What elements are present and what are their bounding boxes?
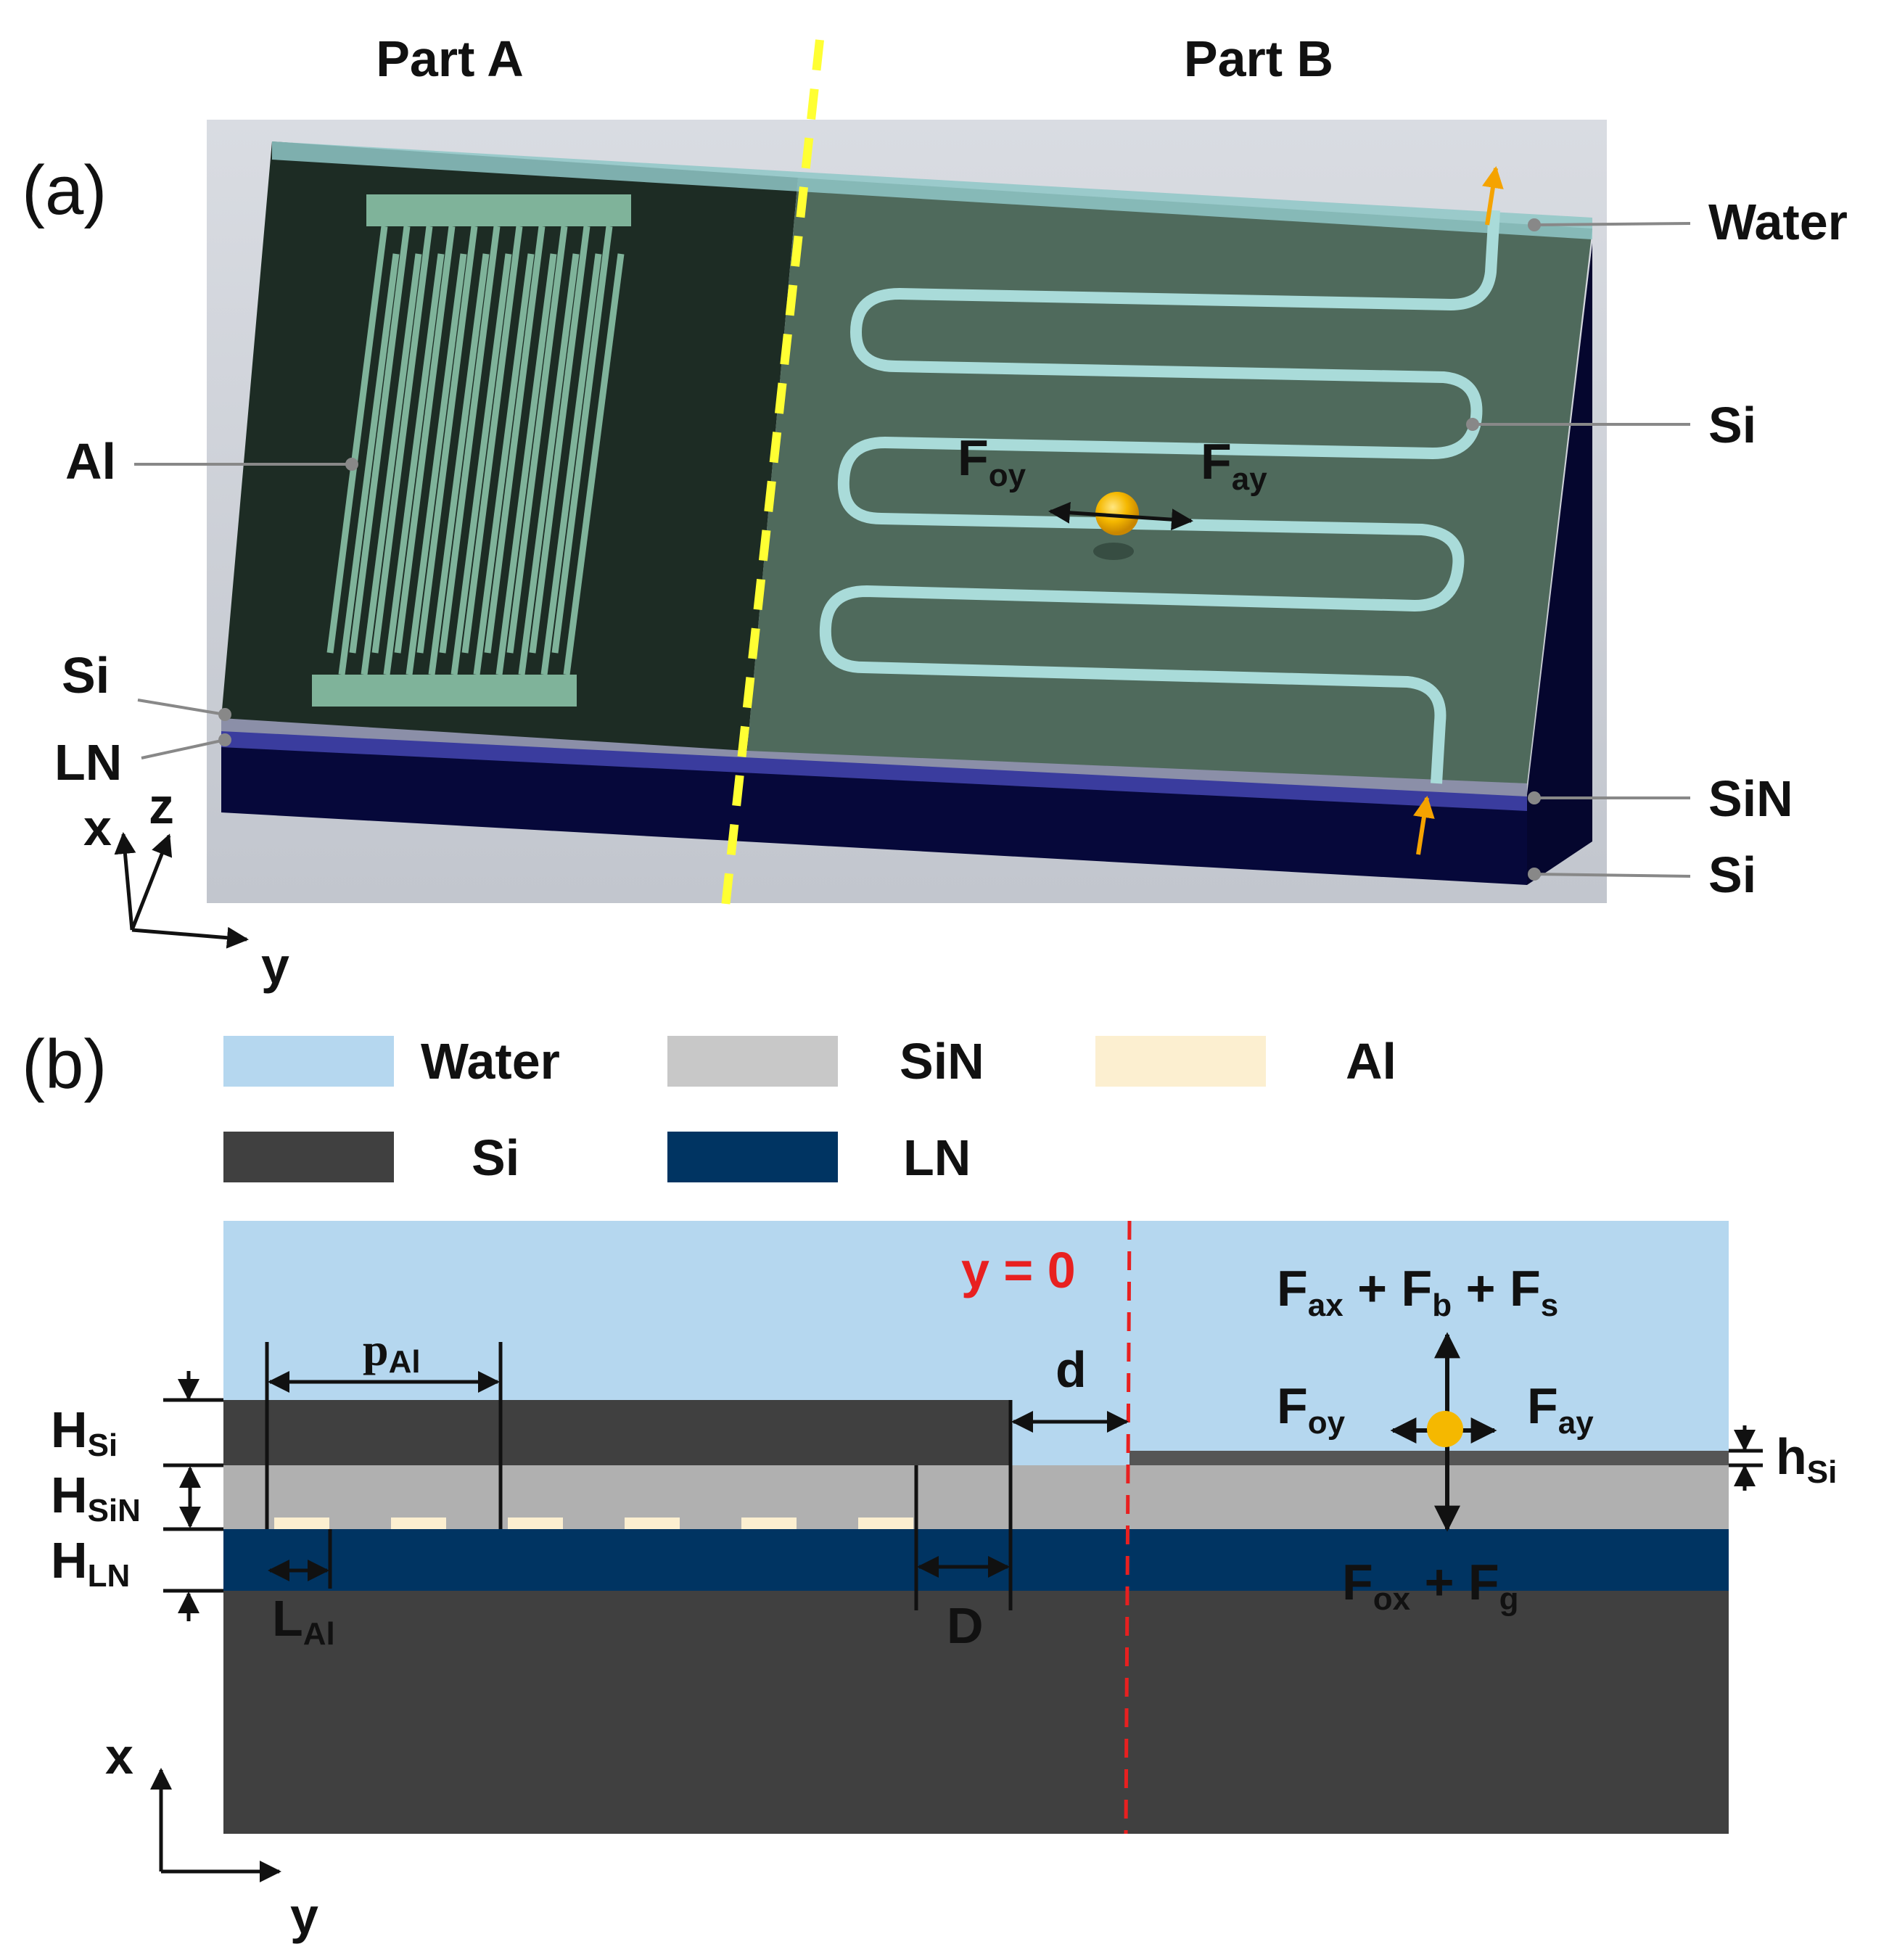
idt-electrode — [312, 194, 631, 707]
idt-finger-top — [371, 226, 433, 654]
al-electrodes — [274, 1518, 913, 1529]
substrate-side-face — [221, 729, 1527, 885]
legend-swatch-water — [223, 1036, 394, 1087]
sin-layer — [223, 1465, 1729, 1529]
si-channel — [819, 210, 1500, 784]
idt-finger-top — [439, 226, 501, 654]
water-top-right — [747, 178, 1592, 783]
legend-swatch-si — [223, 1132, 394, 1182]
callout-leaders — [134, 218, 1691, 881]
idt-finger-top — [326, 226, 388, 654]
legend-swatch-ln — [667, 1132, 838, 1182]
legend-label-water: Water — [421, 1033, 560, 1090]
idt-finger-bottom — [473, 253, 535, 675]
legend-swatch-sin — [667, 1036, 838, 1087]
particle-b — [1427, 1411, 1463, 1447]
al-electrode-strip — [625, 1518, 680, 1529]
force-bottom-label: Fox + Fg — [1342, 1554, 1519, 1617]
idt-finger-top — [551, 226, 613, 654]
axes-b — [150, 1768, 281, 1882]
al-electrode-strip — [741, 1518, 797, 1529]
dim-h-si-small: hSi — [1776, 1428, 1837, 1490]
idt-finger-bottom — [406, 253, 467, 675]
callout-si-left: Si — [62, 647, 110, 704]
dim-h-sin: HSiN — [51, 1467, 141, 1528]
axis-b-x: x — [105, 1728, 133, 1784]
legend-label-al: Al — [1346, 1033, 1396, 1090]
water-top-rim — [272, 141, 1592, 239]
force-ay-label-b: Fay — [1527, 1378, 1594, 1441]
ln-layer-edge — [221, 729, 1527, 811]
force-ay-label-a: Fay — [1201, 433, 1267, 497]
al-electrode-strip — [274, 1518, 329, 1529]
legend-label-sin: SiN — [900, 1033, 984, 1090]
idt-finger-top — [506, 226, 568, 654]
idt-finger-top — [484, 226, 546, 654]
axis-a-x: x — [83, 799, 112, 856]
force-arrow-a — [1048, 501, 1193, 531]
dim-h-ln: HLN — [51, 1532, 130, 1594]
y0-label: y = 0 — [961, 1242, 1076, 1298]
dim-h-si: HSi — [51, 1401, 118, 1463]
substrate-right-face — [1527, 243, 1592, 885]
part-a-title: Part A — [376, 30, 524, 87]
idt-finger-bottom — [361, 253, 422, 675]
si-waveguide-left — [223, 1400, 1011, 1465]
axis-b-y: y — [290, 1887, 318, 1944]
idt-finger-top — [394, 226, 456, 654]
panel-a-label: (a) — [22, 152, 107, 229]
legend: Water SiN Al Si LN — [223, 1033, 1396, 1186]
idt-finger-top — [349, 226, 411, 654]
si-thin-layer-right — [1129, 1451, 1729, 1465]
idt-finger-bottom — [338, 253, 400, 675]
idt-finger-bottom — [563, 253, 625, 675]
idt-finger-bottom — [450, 253, 512, 675]
idt-finger-bottom — [540, 253, 602, 675]
axis-a-y: y — [261, 937, 289, 994]
dim-D: D — [947, 1597, 984, 1654]
idt-finger-bottom — [495, 253, 557, 675]
force-oy-label-b: Foy — [1277, 1378, 1346, 1441]
panel-b: (b) Water SiN Al Si LN y = 0 — [22, 1026, 1837, 1944]
part-b-title: Part B — [1184, 30, 1333, 87]
idt-finger-top — [416, 226, 478, 654]
water-top-left — [221, 141, 798, 751]
particle-shadow — [1093, 543, 1134, 560]
callout-al: Al — [65, 433, 116, 490]
callout-si-channel: Si — [1708, 397, 1756, 453]
callout-water: Water — [1708, 194, 1848, 250]
al-electrode-strip — [858, 1518, 913, 1529]
legend-label-ln: LN — [903, 1129, 971, 1186]
al-electrode-strip — [508, 1518, 563, 1529]
idt-finger-top — [529, 226, 591, 654]
idt-finger-bottom — [518, 253, 580, 675]
callout-ln-left: LN — [54, 734, 122, 791]
idt-finger-bottom — [383, 253, 445, 675]
idt-finger-bottom — [428, 253, 490, 675]
outlet-arrow — [1482, 166, 1504, 226]
dim-d: d — [1056, 1341, 1087, 1398]
dim-p-al: pAl — [363, 1324, 421, 1380]
inlet-arrow — [1413, 796, 1435, 855]
panel-a: (a) Part A Part B Foy — [22, 30, 1848, 994]
y0-line — [1124, 1220, 1132, 1835]
si-substrate — [223, 1591, 1729, 1834]
callout-si-bottom: Si — [1708, 847, 1756, 903]
idt-finger-top — [461, 226, 523, 654]
force-top-label: Fax + Fb + Fs — [1277, 1260, 1558, 1323]
force-oy-label-a: Foy — [958, 429, 1026, 493]
dimension-lines — [163, 1342, 1763, 1621]
axes-a — [114, 832, 249, 949]
callout-sin: SiN — [1708, 770, 1793, 827]
legend-swatch-al — [1095, 1036, 1266, 1087]
dim-l-al: LAl — [272, 1590, 335, 1652]
al-electrode-strip — [391, 1518, 446, 1529]
panel-b-label: (b) — [22, 1026, 107, 1103]
legend-label-si: Si — [472, 1129, 519, 1186]
cross-section — [223, 1221, 1729, 1834]
axis-a-z: z — [149, 778, 174, 834]
